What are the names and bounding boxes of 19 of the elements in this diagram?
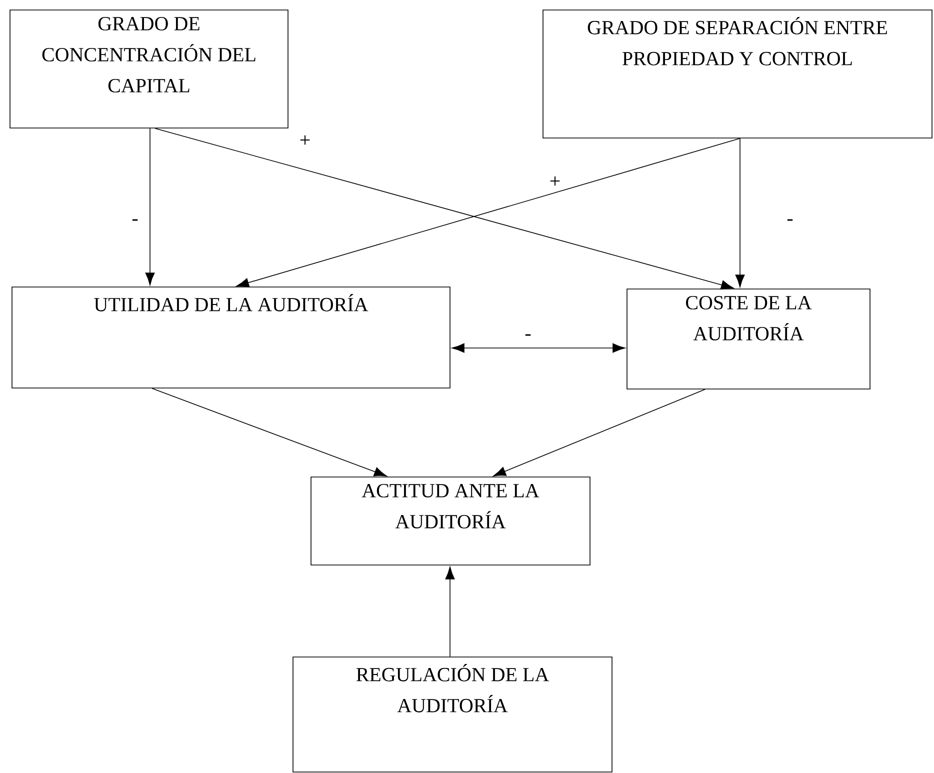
text-box: UTILIDAD DE LA AUDITORÍA <box>12 286 450 388</box>
text-box: GRADO DE CONCENTRACIÓN DEL CAPITAL <box>10 10 288 128</box>
text-box: REGULACIÓN DE LA AUDITORÍA <box>292 656 612 772</box>
arrow <box>452 343 626 353</box>
edge-label: + <box>548 175 562 189</box>
edge-label: - <box>786 218 794 226</box>
edge-label: + <box>298 134 312 148</box>
arrow <box>445 566 455 657</box>
edge-label: - <box>524 333 532 341</box>
edge-label: - <box>130 218 140 226</box>
arrow <box>154 128 734 290</box>
arrow <box>152 388 387 476</box>
arrow <box>735 138 745 288</box>
text-box: COSTE DE LA AUDITORÍA <box>626 288 870 390</box>
arrow <box>145 128 155 286</box>
arrow <box>493 389 706 476</box>
text-box: ACTITUD ANTE LA AUDITORÍA <box>310 476 590 566</box>
arrow <box>236 138 740 288</box>
text-box: GRADO DE SEPARACIÓN ENTRE PROPIEDAD Y CONTROL <box>542 10 932 138</box>
